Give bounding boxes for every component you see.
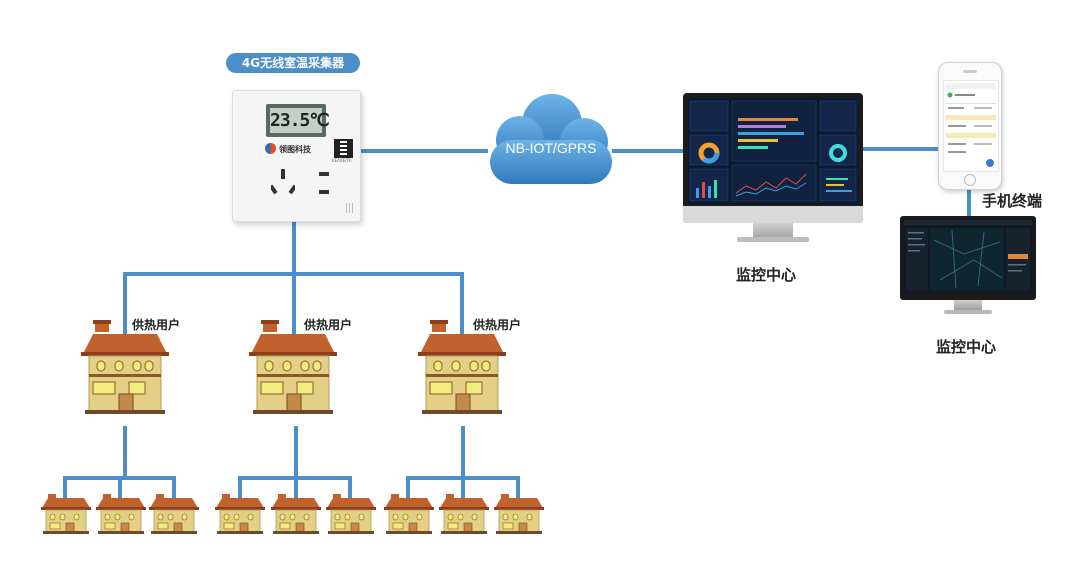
heating-user-house-3 [418,320,506,414]
small-house-1 [41,494,91,534]
lcd-reading: 23.5℃ [270,108,330,133]
small-house-7 [384,494,434,534]
heating-user-house-1 [81,320,169,414]
map-dashboard-graphics [904,220,1032,290]
phone-screen [943,80,999,172]
phone-label: 手机终端 [982,192,1043,210]
phone-app-graphics [946,83,996,167]
user-label-3: 供热用户 [473,318,522,332]
monitor-stand [753,223,793,237]
network-label: NB-IOT/GPRS [505,140,597,156]
cloud-icon [490,94,612,184]
monitor2-base [944,310,992,314]
small-house-9 [494,494,544,534]
brand-logo-icon [265,143,276,154]
brand-name: 领图科技 [279,145,311,154]
monitor-base [737,237,809,242]
heating-user-house-2 [249,320,337,414]
socket-two-pin-icon [319,172,329,194]
mobile-terminal [938,62,1002,190]
room-temperature-collector: 23.5℃ 领图科技 KEAXE/TA [232,90,361,222]
monitor-chin [683,206,863,223]
small-house-2 [96,494,146,534]
socket-three-pin-icon [271,169,295,195]
dashboard-screen [688,98,858,204]
phone-speaker [963,70,977,73]
user-label-2: 供热用户 [304,318,353,332]
dashboard-graphics [689,100,857,202]
monitor-secondary-label: 监控中心 [936,338,997,356]
phone-home-button [964,174,976,186]
small-house-5 [271,494,321,534]
qr-code-icon [334,139,353,158]
small-house-6 [326,494,376,534]
small-house-4 [215,494,265,534]
user-label-1: 供热用户 [132,318,181,332]
vent-slots-icon [346,203,355,213]
small-house-3 [149,494,199,534]
lcd-display: 23.5℃ [266,104,330,137]
secondary-monitor [900,216,1036,320]
monitor2-stand [954,300,982,310]
device-title-pill: 4G无线室温采集器 [226,53,360,73]
monitor-primary-label: 监控中心 [736,266,797,284]
monitoring-center-monitor [683,93,863,249]
small-house-8 [439,494,489,534]
qr-caption: KEAXE/TA [332,158,352,163]
monitor2-screen [904,220,1032,294]
